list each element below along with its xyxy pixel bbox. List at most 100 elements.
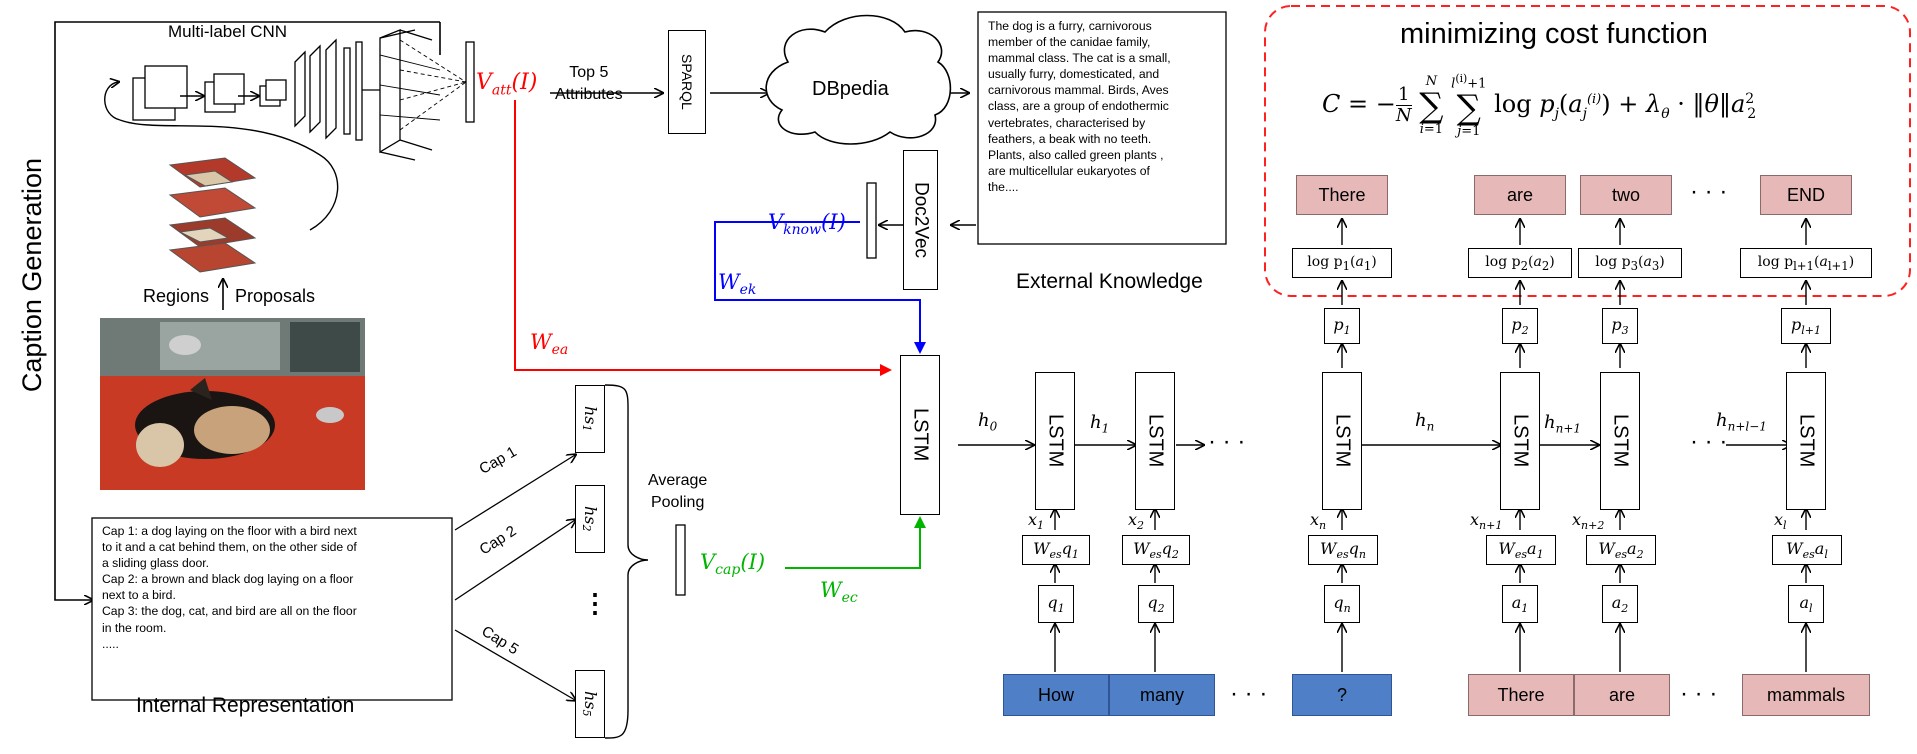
hs2-box: hs2 — [575, 485, 605, 553]
caption-generation-label: Caption Generation — [17, 158, 47, 393]
p3-box: p3 — [1602, 308, 1638, 344]
caption-line: to it and a cat behind them, on the othe… — [102, 540, 357, 555]
lstm-initial: LSTM — [900, 355, 940, 515]
v-att-label: Vatt(I) — [476, 70, 538, 99]
lstm-qn: LSTM — [1322, 372, 1362, 510]
output-token-end: END — [1760, 175, 1852, 215]
wes-q2-box: Wesq2 — [1122, 535, 1190, 565]
hidden-ellipsis-1: · · · — [1208, 428, 1246, 455]
wes-qn-box: Wesqn — [1308, 535, 1378, 565]
caption-line: Cap 3: the dog, cat, and bird are all on… — [102, 604, 357, 619]
a1-box: a1 — [1502, 585, 1538, 623]
answer-ellipsis: · · · — [1680, 680, 1718, 707]
cnn-arrows — [104, 82, 339, 231]
caption-line: Cap 2: a brown and black dog laying on a… — [102, 572, 354, 587]
column-arrows — [1055, 220, 1806, 672]
question-token-many: many — [1109, 674, 1215, 716]
caption-line: in the room. — [102, 620, 167, 635]
x1-label: x1 — [1028, 510, 1045, 533]
output-ellipsis: · · · — [1690, 178, 1728, 205]
cnn-fc-lines — [379, 39, 467, 131]
hs2-label: hs2 — [579, 506, 601, 532]
internal-representation-title: Internal Representation — [136, 694, 355, 717]
lstm-a2: LSTM — [1600, 372, 1640, 510]
h0-label: h0 — [978, 410, 998, 434]
hs-vdots: ⋮ — [582, 588, 608, 618]
cap-edges — [454, 455, 575, 700]
doc2vec-box: Doc2Vec — [903, 150, 938, 290]
caption-line: ..... — [102, 636, 119, 651]
proposals-label: Proposals — [235, 286, 316, 306]
hs5-label: hs5 — [579, 691, 601, 717]
qn-box: qn — [1324, 585, 1360, 623]
answer-token-there: There — [1468, 674, 1574, 716]
captions-text: Cap 1: a dog laying on the floor with a … — [102, 523, 357, 652]
internal-representation-box — [91, 517, 453, 701]
sparql-label: SPARQL — [679, 54, 695, 110]
blue-path — [714, 221, 926, 354]
regions-label: Regions — [143, 286, 210, 306]
caption-line: Cap 1: a dog laying on the floor with a … — [102, 524, 357, 538]
question-token-how: How — [1003, 674, 1109, 716]
green-path — [785, 516, 926, 569]
xl-label: xl — [1774, 510, 1787, 533]
answer-token-mammals: mammals — [1742, 674, 1870, 716]
question-ellipsis: · · · — [1230, 680, 1268, 707]
question-token-qmark: ? — [1292, 674, 1392, 716]
knowledge-line: usually furry, domesticated, and — [988, 67, 1160, 82]
q2-box: q2 — [1138, 585, 1174, 623]
knowledge-line: Plants, also called green plants , — [988, 147, 1164, 162]
cost-title: minimizing cost function — [1400, 18, 1708, 50]
hn-label: hn — [1415, 410, 1435, 434]
lstm-q2: LSTM — [1135, 372, 1175, 510]
knowledge-line: the.... — [988, 179, 1019, 194]
h1-label: h1 — [1090, 412, 1110, 436]
caption-line: next to a bird. — [102, 588, 176, 603]
knowledge-line: are multicellular eukaryotes of — [988, 163, 1150, 178]
hnl-label: hn+l−1 — [1716, 410, 1767, 434]
vknow-vector — [866, 182, 877, 259]
xn-label: xn — [1310, 510, 1327, 533]
caption-line: a sliding glass door. — [102, 556, 210, 571]
sparql-box: SPARQL — [668, 30, 706, 134]
hidden-ellipsis-2: · · · — [1690, 428, 1728, 455]
v-cap-label: Vcap(I) — [700, 550, 766, 579]
hs5-box: hs5 — [575, 670, 605, 738]
cost-region — [1264, 5, 1911, 297]
wes-q1-box: Wesq1 — [1022, 535, 1090, 565]
input-photo — [100, 318, 365, 490]
logp3-box: log p3(a3) — [1578, 248, 1682, 278]
knowledge-text: The dog is a furry, carnivorous member o… — [988, 18, 1220, 195]
knowledge-line: vertebrates, characterised by — [988, 115, 1146, 130]
logp2-box: log p2(a2) — [1468, 248, 1572, 278]
doc2vec-label: Doc2Vec — [910, 181, 932, 259]
p2-box: p2 — [1502, 308, 1538, 344]
dbpedia-cloud — [765, 14, 952, 145]
knowledge-line: The dog is a furry, carnivorous — [988, 19, 1152, 33]
dbpedia-label: DBpedia — [812, 78, 889, 100]
w-ea-label: Wea — [530, 330, 569, 359]
lstm-q1: LSTM — [1035, 372, 1075, 510]
w-ek-label: Wek — [718, 270, 757, 299]
lstm-al: LSTM — [1786, 372, 1826, 510]
lstm-a1: LSTM — [1500, 372, 1540, 510]
wes-al-box: Wesal — [1772, 535, 1842, 565]
knowledge-line: carnivorous mammal. Birds, Aves — [988, 83, 1169, 98]
wes-a1-box: Wesa1 — [1486, 535, 1556, 565]
p1-box: p1 — [1324, 308, 1360, 344]
knowledge-line: member of the canidae family, — [988, 35, 1151, 50]
w-ec-label: Wec — [820, 578, 858, 607]
x2-label: x2 — [1128, 510, 1145, 533]
cnn-title: Multi-label CNN — [168, 22, 288, 41]
hn1-label: hn+1 — [1544, 412, 1582, 436]
wes-a2-box: Wesa2 — [1586, 535, 1656, 565]
output-token-two: two — [1580, 175, 1672, 215]
caption-generation-loop — [54, 21, 441, 600]
hs1-label: hs1 — [579, 406, 601, 432]
knowledge-box — [977, 11, 1227, 245]
a2-box: a2 — [1602, 585, 1638, 623]
